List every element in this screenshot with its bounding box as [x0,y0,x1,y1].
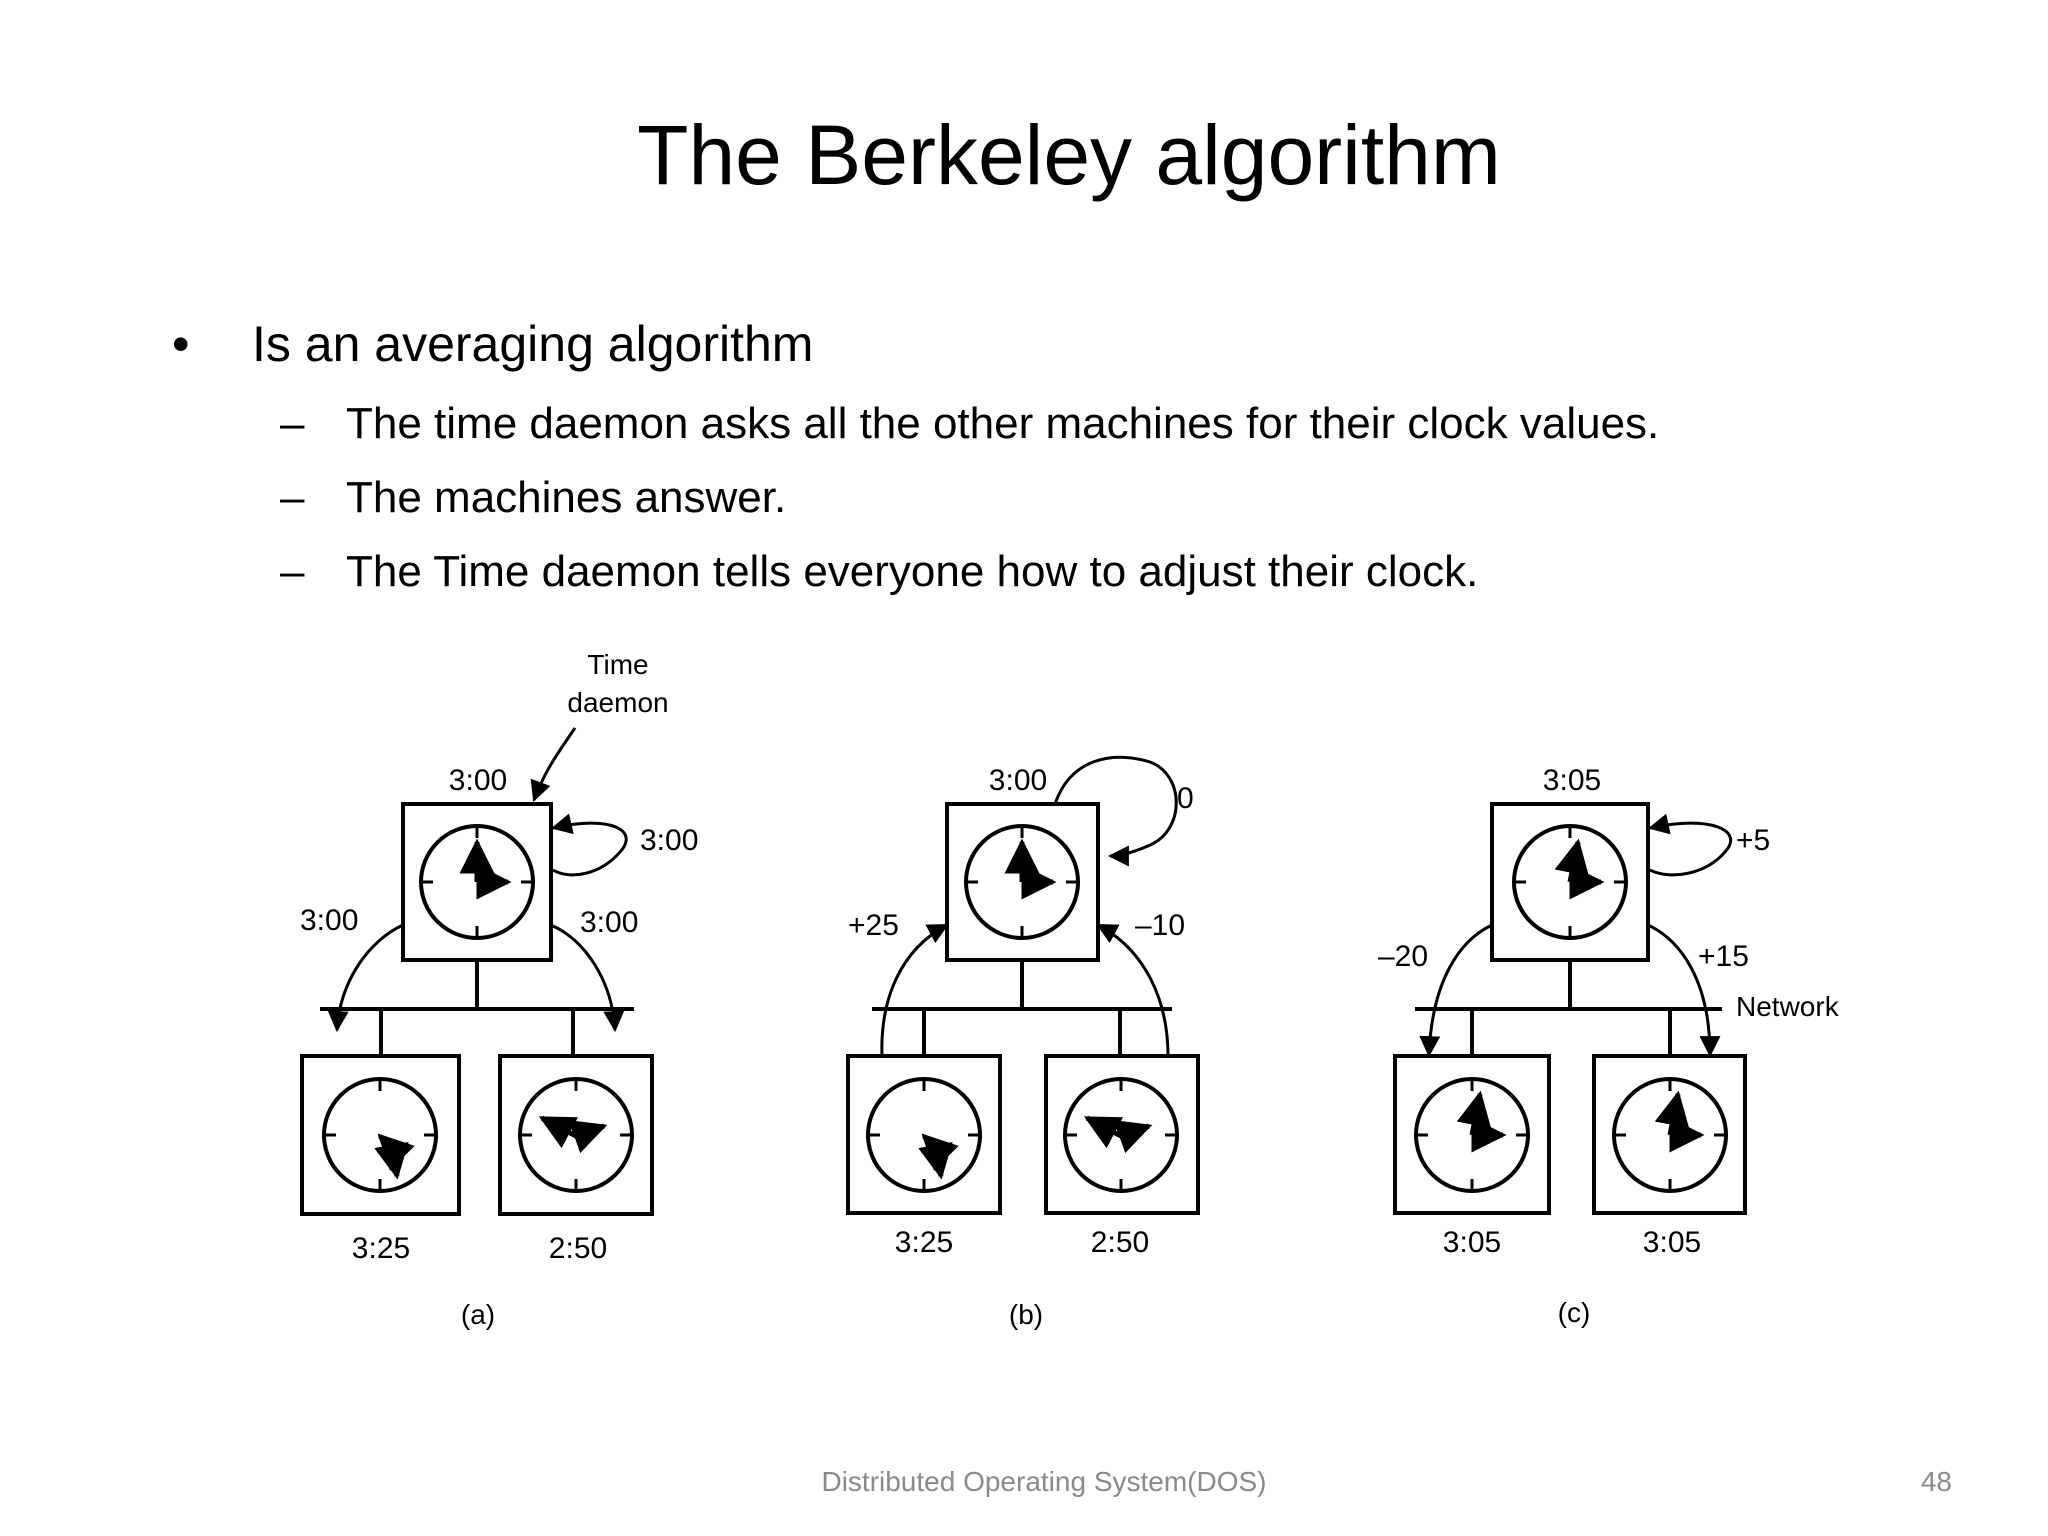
right-label: 3:00 [580,906,638,939]
machine-right-box [1044,1054,1200,1215]
machine-right-box [498,1054,654,1216]
machine-left-time: 3:25 [895,1226,953,1259]
arrow-to-right [1647,923,1721,1058]
arrow-from-right [1096,923,1170,1057]
minute-hand [918,1141,953,1180]
left-label: 3:00 [300,904,358,937]
minute-hand [568,1120,608,1154]
machine-left-clock [322,1077,438,1193]
hour-hand [1083,1115,1124,1149]
daemon-time: 3:05 [1543,764,1601,797]
hour-hand [921,1133,959,1171]
machine-left-time: 3:05 [1443,1226,1501,1259]
daemon-time: 3:00 [449,764,507,797]
page-number: 48 [1920,1466,1952,1497]
machine-left-time: 3:25 [352,1232,410,1265]
arrow-from-left [880,923,949,1057]
hour-hand [377,1133,415,1171]
daemon-time: 3:00 [989,764,1047,797]
minute-hand [1113,1120,1153,1154]
slide-footer: Distributed Operating System(DOS) [821,1466,1267,1497]
sub-bullet-text: The Time daemon tells everyone how to ad… [346,547,1479,596]
right-label: +15 [1698,940,1749,973]
machine-right-time: 2:50 [1091,1226,1149,1259]
network-label: Network [1736,991,1840,1022]
self-label: 0 [1177,782,1194,815]
bullet-marker: • [172,316,190,372]
clock-ticks [421,826,533,938]
right-label: –10 [1135,909,1185,942]
machine-right-box [1592,1054,1747,1215]
sub-bullet-text: The time daemon asks all the other machi… [346,399,1660,448]
machine-left-box [846,1054,1002,1215]
daemon-label-line1: Time [587,649,648,680]
machine-right-time: 3:05 [1643,1226,1701,1259]
arrow-to-right [550,923,625,1033]
panel-caption: (c) [1558,1297,1591,1328]
machine-left-clock [866,1077,982,1193]
self-label: 3:00 [640,824,698,857]
left-label: +25 [848,909,899,942]
machine-right-time: 2:50 [549,1232,607,1265]
minute-hand [374,1141,409,1180]
main-bullet-text: Is an averaging algorithm [252,316,814,372]
sub-bullet-marker: – [280,399,305,448]
machine-left-box [1393,1054,1551,1215]
panel-c: 3:05 +5 –20 +15 Network 3:05 3:05 (c) [1378,764,1840,1328]
self-loop-arrow [550,813,628,877]
daemon-pointer-arrow [530,727,577,802]
panel-a: 3:00 3:00 3:00 3:00 3:25 2:50 (a) [300,764,698,1330]
self-label: +5 [1736,824,1770,857]
arrow-to-left [1419,923,1493,1058]
hour-hand [1456,1090,1492,1136]
sub-bullet-marker: – [280,473,305,522]
hour-hand [1554,838,1589,883]
hour-hand [1654,1090,1690,1136]
sub-bullet-text: The machines answer. [346,473,787,522]
left-label: –20 [1378,940,1428,973]
arrow-to-left [327,923,404,1033]
machine-left-box [300,1054,461,1216]
panel-caption: (b) [1009,1299,1043,1330]
daemon-label-line2: daemon [567,687,668,718]
hour-hand [538,1115,579,1149]
slide-title: The Berkeley algorithm [637,108,1501,202]
self-loop-arrow [1053,755,1178,867]
panel-b: 3:00 0 +25 –10 3:25 2:50 (b) [846,755,1200,1330]
self-loop-arrow [1647,813,1733,877]
sub-bullet-marker: – [280,547,305,596]
panel-caption: (a) [461,1299,495,1330]
